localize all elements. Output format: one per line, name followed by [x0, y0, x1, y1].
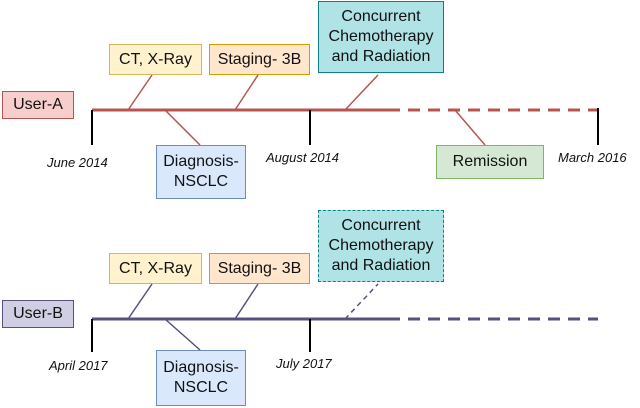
- user-b-event-diagnosis: Diagnosis- NSCLC: [156, 350, 246, 406]
- user-b-connector-ctxray: [127, 283, 153, 320]
- user-a-event-staging: Staging- 3B: [209, 44, 310, 75]
- user-b-date-start: April 2017: [49, 358, 108, 373]
- user-b-event-chemo-radiation: Concurrent Chemotherapy and Radiation: [318, 210, 444, 282]
- user-a-connector-remission: [454, 109, 486, 146]
- user-b-connector-chemo: [344, 283, 379, 320]
- user-a-event-ct-xray: CT, X-Ray: [109, 44, 202, 75]
- user-b-connector-staging: [234, 283, 259, 320]
- user-b-connector-diagnosis: [164, 318, 201, 351]
- user-a-event-remission: Remission: [436, 145, 544, 179]
- user-a-label: User-A: [2, 91, 74, 119]
- user-a-event-chemo-radiation: Concurrent Chemotherapy and Radiation: [318, 1, 444, 73]
- user-b-label: User-B: [2, 300, 74, 328]
- user-a-event-diagnosis: Diagnosis- NSCLC: [156, 145, 246, 199]
- user-a-connector-staging: [234, 74, 259, 111]
- user-b-event-ct-xray: CT, X-Ray: [109, 253, 202, 284]
- user-a-connector-chemo: [344, 74, 379, 111]
- user-a-date-end: March 2016: [558, 150, 627, 165]
- user-a-date-start: June 2014: [47, 155, 108, 170]
- user-a-connector-diagnosis: [164, 109, 201, 146]
- user-a-date-mid: August 2014: [266, 150, 340, 165]
- user-b-date-mid: July 2017: [276, 356, 332, 371]
- user-b-event-staging: Staging- 3B: [209, 253, 310, 284]
- user-a-connector-ctxray: [127, 74, 153, 111]
